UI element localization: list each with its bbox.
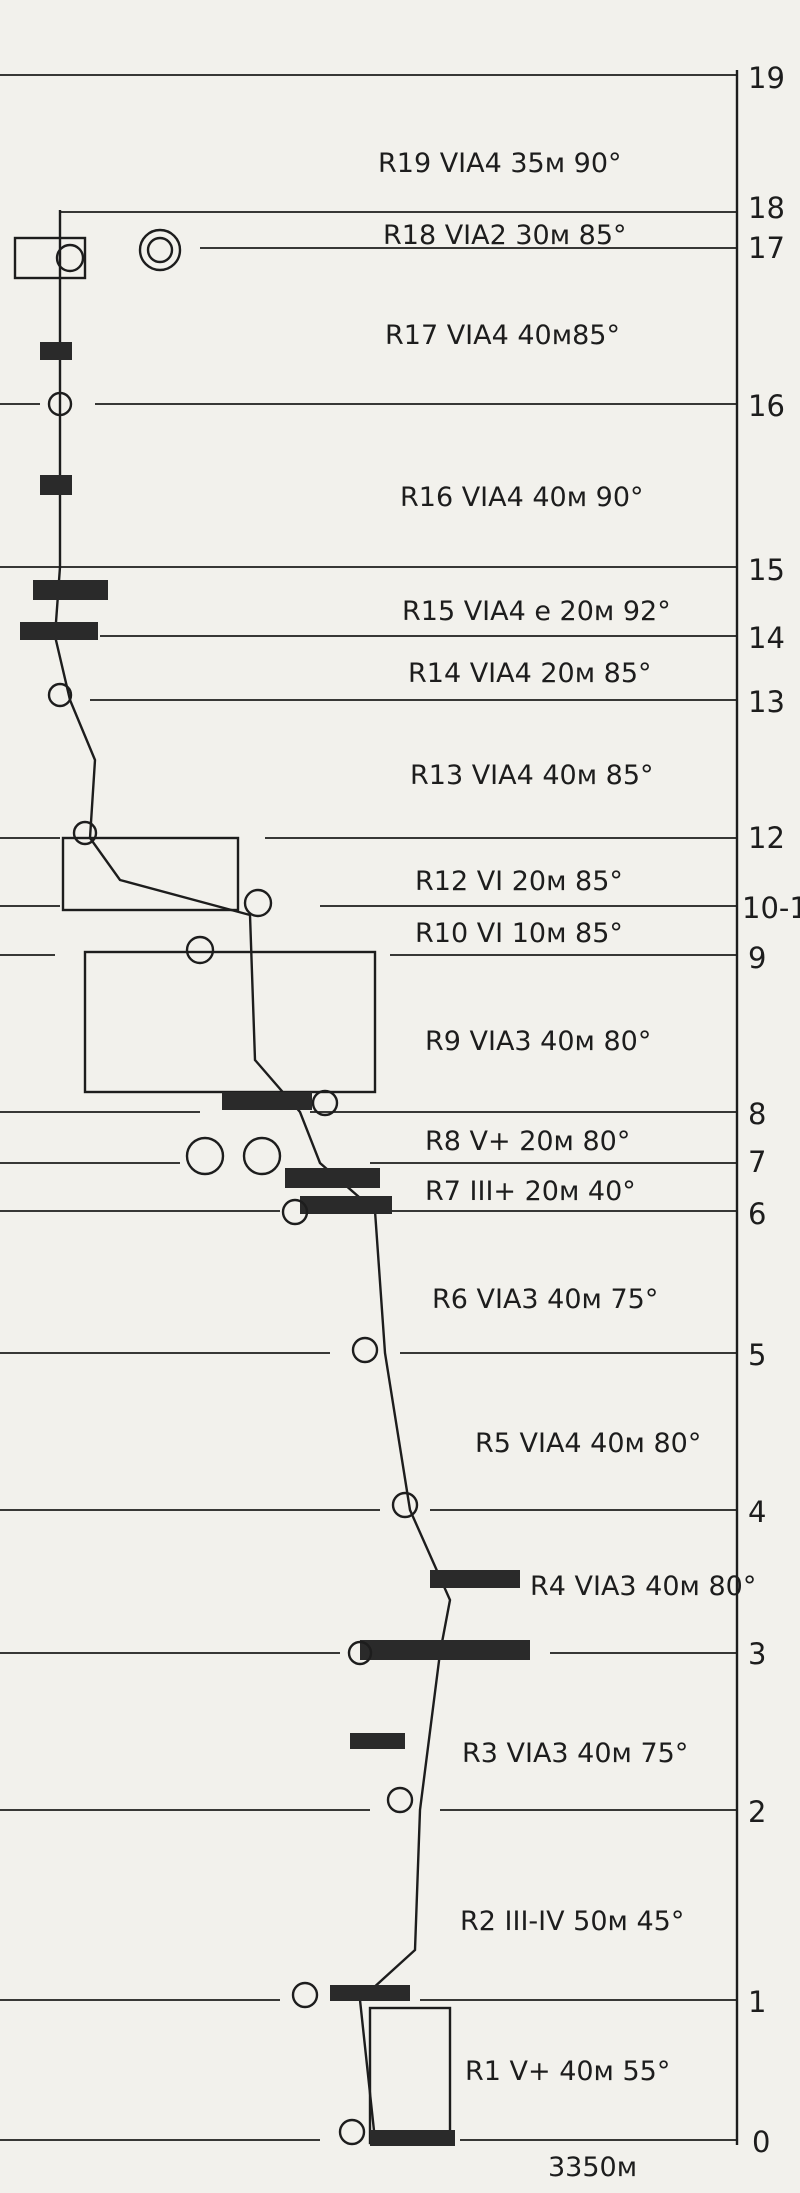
belay-number: 9 [748, 941, 766, 975]
belay-number: 0 [752, 2125, 770, 2159]
belay-number: 17 [748, 231, 785, 265]
pitch-label: R13 VIA4 40м 85° [410, 760, 654, 791]
pitch-label: R12 VI 20м 85° [415, 866, 623, 897]
belay-number: 15 [748, 553, 785, 587]
belay-number: 6 [748, 1197, 766, 1231]
ledge-marks [20, 342, 530, 2146]
pitch-label: R19 VIA4 35м 90° [378, 148, 622, 179]
pitch-label: R16 VIA4 40м 90° [400, 482, 644, 513]
pitch-label: R18 VIA2 30м 85° [383, 220, 627, 251]
pitch-label: R7 III+ 20м 40° [425, 1176, 636, 1207]
pitch-label: R6 VIA3 40м 75° [432, 1284, 658, 1315]
belay-number: 2 [748, 1795, 766, 1829]
rock-block [61, 836, 240, 912]
belay-number: 14 [748, 621, 785, 655]
pitch-label: R15 VIA4 e 20м 92° [402, 596, 671, 627]
pitch-label: R17 VIA4 40м85° [385, 320, 620, 351]
pitch-label: R10 VI 10м 85° [415, 918, 623, 949]
belay-number: 4 [748, 1495, 766, 1529]
pitch-labels: R19 VIA4 35м 90° R18 VIA2 30м 85° R17 VI… [378, 148, 756, 2087]
route-line [53, 210, 452, 2141]
base-altitude: 3350м [548, 2152, 637, 2183]
belay-number: 18 [748, 191, 785, 225]
bolt-markers [47, 228, 419, 2146]
belay-numbers: 19 18 17 16 15 14 13 12 10-11 9 8 7 6 5 … [742, 61, 800, 2159]
belay-number: 3 [748, 1637, 766, 1671]
belay-number: 19 [748, 61, 785, 95]
pitch-label: R14 VIA4 20м 85° [408, 658, 652, 689]
pitch-label: R2 III-IV 50м 45° [460, 1906, 684, 1937]
belay-lines [0, 74, 737, 2141]
belay-number: 16 [748, 389, 785, 423]
pitch-label: R3 VIA3 40м 75° [462, 1738, 688, 1769]
belay-number: 10-11 [742, 891, 800, 925]
belay-number: 13 [748, 685, 785, 719]
pitch-label: R8 V+ 20м 80° [425, 1126, 630, 1157]
pitch-label: R5 VIA4 40м 80° [475, 1428, 701, 1459]
rock-block [83, 950, 377, 1094]
rock-block [368, 2006, 452, 2145]
pitch-label: R4 VIA3 40м 80° [530, 1571, 756, 1602]
belay-number: 7 [748, 1145, 766, 1179]
belay-number: 12 [748, 821, 785, 855]
belay-number: 8 [748, 1097, 766, 1131]
belay-number: 1 [748, 1985, 766, 2019]
belay-number: 5 [748, 1338, 766, 1372]
rock-block [13, 236, 87, 280]
pitch-label: R1 V+ 40м 55° [465, 2056, 670, 2087]
pitch-label: R9 VIA3 40м 80° [425, 1026, 651, 1057]
